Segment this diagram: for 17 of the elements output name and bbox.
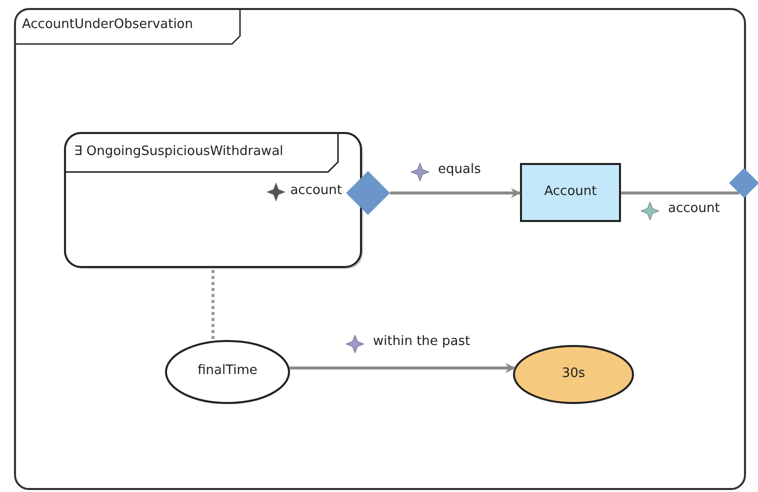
- node-label: 30s: [560, 366, 586, 380]
- node-label: Account: [543, 184, 598, 198]
- arrow: [290, 363, 516, 373]
- class-box: [520, 163, 621, 222]
- rounded-box: [64, 132, 364, 270]
- arrow: [390, 188, 521, 198]
- ellipse-node: [165, 340, 290, 404]
- dotted-line: [212, 270, 214, 341]
- frame-box: [14, 8, 746, 490]
- frame-title: AccountUnderObservation: [22, 17, 193, 32]
- port-diamond: [729, 168, 758, 198]
- port-diamond: [346, 171, 390, 215]
- ellipse-node: [513, 345, 634, 404]
- node-label: finalTime: [196, 363, 258, 378]
- edge-label: within the past: [371, 334, 472, 349]
- box-title: ∃ OngoingSuspiciousWithdrawal: [74, 144, 284, 159]
- edge-label: equals: [436, 162, 483, 177]
